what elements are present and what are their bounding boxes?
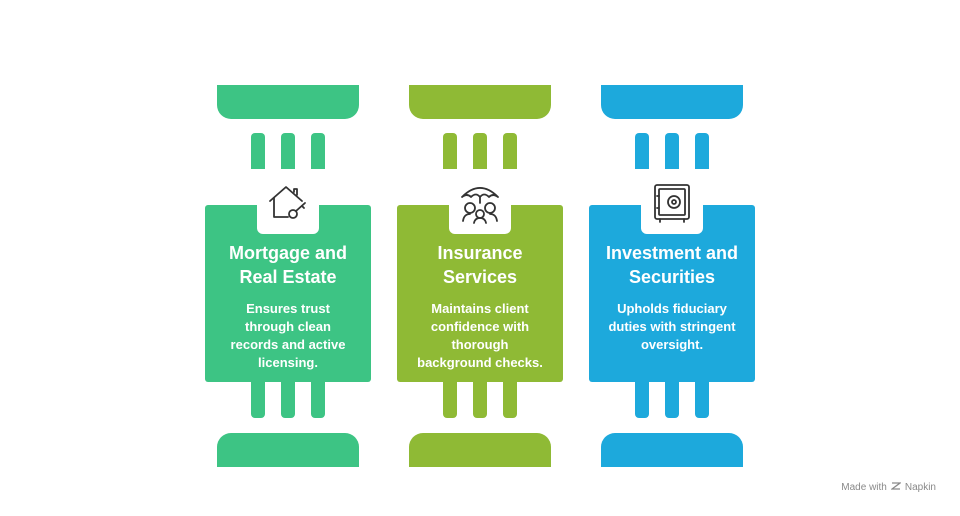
made-with-footer: Made with Napkin — [841, 481, 936, 494]
connector-bar — [443, 133, 457, 169]
card-title: Investment and Securities — [605, 243, 739, 287]
card-description: Upholds fiduciary duties with stringent … — [608, 301, 736, 352]
umbrella-family-icon — [461, 187, 499, 224]
connector-bar — [281, 133, 295, 169]
connector-bar — [665, 382, 679, 418]
connector-bar — [281, 382, 295, 418]
icon-box — [641, 172, 703, 234]
card-description: Ensures trust through clean records and … — [230, 301, 346, 370]
connector-bar — [473, 133, 487, 169]
connector-bar — [473, 382, 487, 418]
house-key-icon — [269, 186, 306, 219]
connector-bar — [503, 133, 517, 169]
icon-box — [449, 172, 511, 234]
card-investment — [589, 205, 755, 382]
card-mortgage — [205, 205, 371, 382]
connector-bar — [635, 382, 649, 418]
connector-bar — [443, 382, 457, 418]
napkin-brand: Napkin — [904, 482, 936, 493]
connector-bar — [665, 133, 679, 169]
bottom-cap — [601, 433, 743, 467]
connector-bar — [695, 133, 709, 169]
card-description: Maintains client confidence with thoroug… — [417, 301, 543, 370]
safe-icon — [654, 184, 690, 223]
column-insurance: Insurance Services Maintains client conf… — [397, 0, 563, 516]
column-investment: Investment and Securities Upholds fiduci… — [589, 0, 755, 516]
connector-bar — [695, 382, 709, 418]
card-insurance — [397, 205, 563, 382]
napkin-logo-icon — [889, 481, 902, 494]
connector-bar — [311, 133, 325, 169]
card-title: Mortgage and Real Estate — [228, 243, 347, 287]
connector-bar — [311, 382, 325, 418]
made-with-label: Made with — [841, 482, 887, 493]
connector-bar — [251, 133, 265, 169]
connector-bar — [503, 382, 517, 418]
bottom-cap — [409, 433, 551, 467]
column-mortgage: Mortgage and Real Estate Ensures trust t… — [205, 0, 371, 516]
top-cap — [409, 85, 551, 119]
connector-bar — [635, 133, 649, 169]
card-title: Insurance Services — [437, 243, 523, 287]
connector-bar — [251, 382, 265, 418]
bottom-cap — [217, 433, 359, 467]
top-cap — [601, 85, 743, 119]
top-cap — [217, 85, 359, 119]
icon-box — [257, 172, 319, 234]
